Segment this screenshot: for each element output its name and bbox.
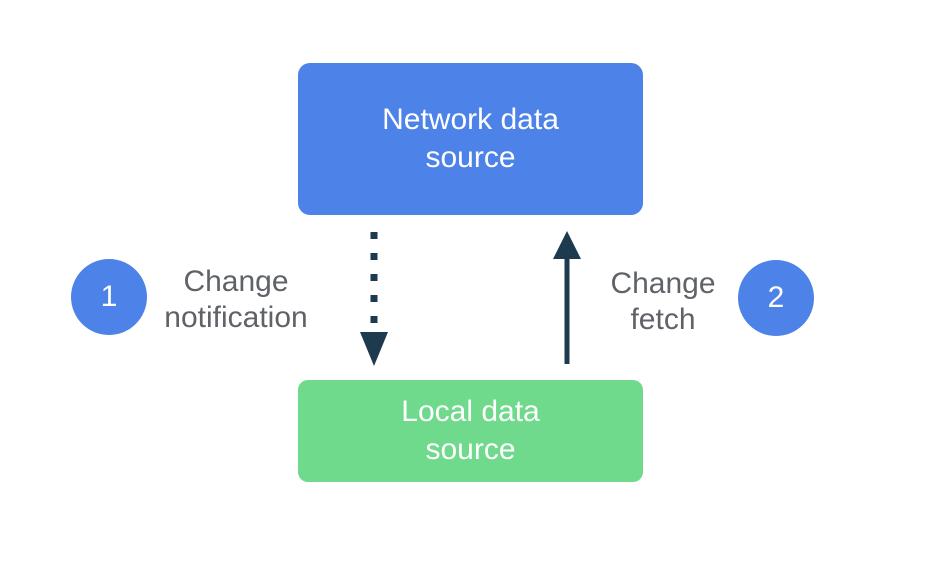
local-data-source-node: Local data source <box>298 380 643 482</box>
local-data-source-label: Local data source <box>401 395 540 466</box>
step-2-number: 2 <box>767 281 785 314</box>
step-2-badge: 2 <box>738 260 814 336</box>
step-1-number: 1 <box>100 280 118 313</box>
network-data-source-label: Network data source <box>382 103 559 174</box>
network-data-source-node: Network data source <box>298 63 643 215</box>
step-1-badge: 1 <box>71 259 147 335</box>
change-fetch-label: Change fetch <box>610 267 716 336</box>
change-notification-label: Change notification <box>164 265 308 334</box>
up-arrowhead-icon <box>553 231 581 259</box>
down-arrowhead-icon <box>360 332 388 366</box>
